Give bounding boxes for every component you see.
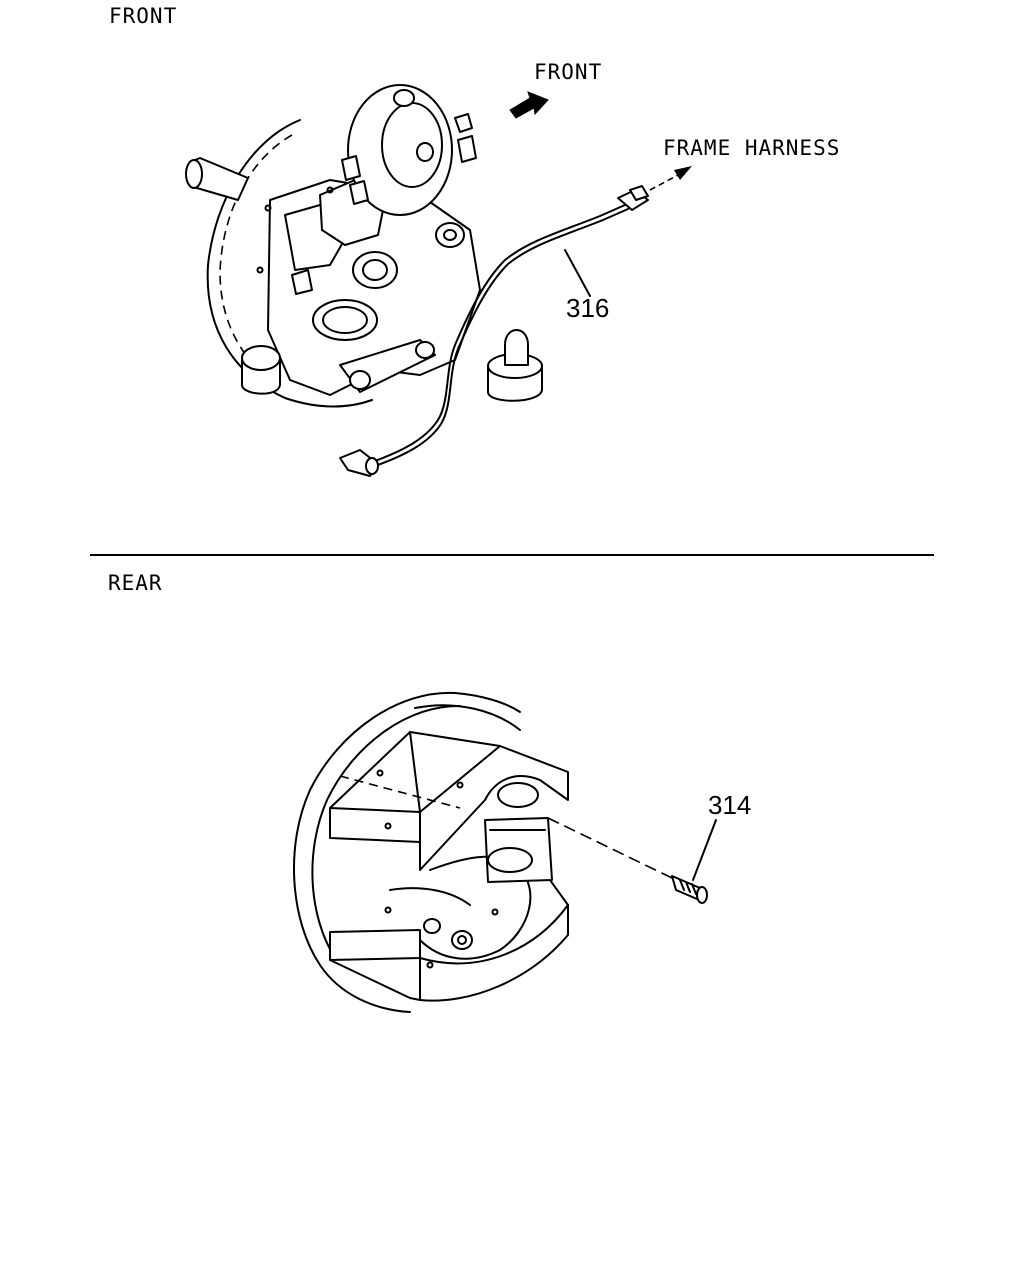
rear-brake-assembly [292, 691, 569, 1013]
front-direction-arrow [509, 91, 549, 119]
callout-314: 314 [708, 790, 752, 820]
abs-sensor-cable [339, 185, 649, 477]
front-knuckle-assembly [185, 84, 543, 408]
frame-harness-arrow [649, 166, 692, 191]
rear-section-title: REAR [108, 571, 163, 595]
frame-harness-label: FRAME HARNESS [663, 136, 841, 160]
front-section-title: FRONT [109, 4, 178, 28]
front-direction-label: FRONT [534, 60, 603, 84]
abs-sensor-ring [547, 817, 717, 904]
callout-316: 316 [566, 293, 610, 323]
